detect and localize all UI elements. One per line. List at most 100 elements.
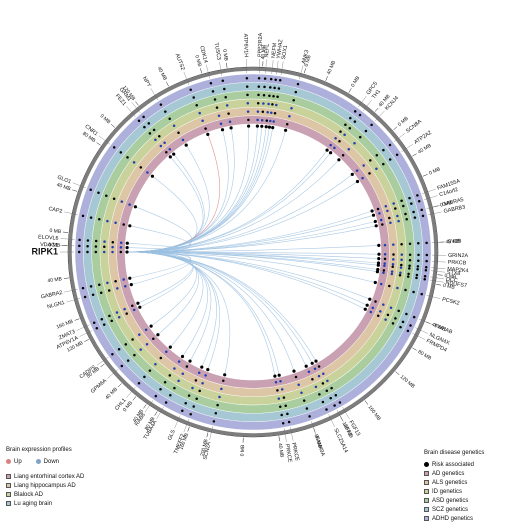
risk-marker (111, 353, 114, 356)
risk-marker (391, 270, 394, 273)
gene-anchor (377, 264, 380, 267)
risk-marker (177, 380, 180, 383)
legend-expression-title: Brain expression profiles (6, 447, 84, 453)
risk-marker (201, 120, 204, 123)
risk-marker (145, 328, 148, 331)
risk-marker (283, 396, 286, 399)
risk-marker (153, 129, 156, 132)
risk-marker (114, 280, 117, 283)
gene-label-auts2: AUTS2 (174, 53, 186, 71)
risk-marker (369, 159, 372, 162)
risk-marker (126, 156, 129, 159)
risk-marker (274, 78, 277, 81)
risk-marker (389, 222, 392, 225)
track-swatch-icon (6, 483, 11, 488)
risk-marker (133, 309, 136, 312)
risk-marker (273, 87, 276, 90)
risk-marker (103, 251, 106, 254)
legend-track-label: AD genetics (432, 471, 464, 477)
risk-marker (143, 126, 146, 129)
risk-marker (401, 253, 404, 256)
risk-marker (306, 407, 309, 410)
gene-anchor (128, 224, 131, 227)
risk-marker (114, 222, 117, 225)
risk-marker (108, 315, 111, 318)
risk-marker (407, 273, 410, 276)
gene-anchor (188, 360, 191, 363)
risk-marker (420, 293, 423, 296)
risk-marker (215, 412, 218, 415)
risk-marker (168, 117, 171, 120)
scale-tick-label: 0 MB (99, 113, 112, 126)
risk-marker (178, 360, 181, 363)
gene-anchor (169, 155, 172, 158)
link-nlgn4x (127, 252, 367, 305)
risk-marker (78, 251, 81, 254)
risk-marker (416, 268, 419, 271)
risk-marker (344, 124, 347, 127)
risk-marker (375, 168, 378, 171)
risk-marker (333, 404, 336, 407)
scale-tick (133, 397, 136, 401)
gene-anchor (134, 205, 137, 208)
risk-marker (92, 294, 95, 297)
scale-tick (393, 127, 397, 130)
scale-tick-label: 80 MB (417, 349, 433, 362)
risk-marker (124, 285, 127, 288)
risk-marker (379, 310, 382, 313)
scale-tick-label: 0 MB (350, 75, 361, 89)
scale-tick (143, 404, 146, 408)
risk-marker (270, 111, 273, 114)
risk-marker (402, 321, 405, 324)
legend-track-row: ALS genetics (424, 478, 484, 487)
risk-marker (409, 259, 412, 262)
gene-anchor (278, 374, 281, 377)
risk-marker (396, 154, 399, 157)
scale-tick-label: 0 MB (221, 49, 229, 62)
risk-marker (270, 78, 273, 81)
risk-marker (417, 259, 420, 262)
gene-anchor (375, 224, 378, 227)
gene-anchor (356, 180, 359, 183)
legend-direction-row: Up Down (6, 457, 84, 466)
risk-marker (216, 106, 219, 109)
gene-anchor (181, 355, 184, 358)
risk-marker (269, 86, 272, 89)
risk-marker (370, 124, 373, 127)
scale-tick (423, 174, 428, 176)
risk-marker (315, 386, 318, 389)
gene-anchor (150, 325, 153, 328)
gene-label-elovl6: ELOVL6 (38, 234, 59, 241)
legend-track-row: AD genetics (424, 469, 484, 478)
risk-marker (425, 269, 428, 272)
risk-marker (272, 120, 275, 123)
gene-anchor (311, 362, 314, 365)
risk-marker (282, 422, 285, 425)
risk-marker (300, 391, 303, 394)
risk-marker (384, 253, 387, 256)
risk-marker (87, 239, 90, 242)
scale-tick-label: 40 MB (417, 143, 433, 156)
risk-marker (267, 103, 270, 106)
risk-marker (288, 421, 291, 424)
risk-marker (169, 148, 172, 151)
scale-tick (326, 76, 328, 81)
risk-marker (213, 420, 216, 423)
risk-marker (116, 311, 119, 314)
risk-marker (274, 112, 277, 115)
risk-marker (404, 289, 407, 292)
risk-marker (101, 318, 104, 321)
risk-marker (334, 137, 337, 140)
scale-tick-label: 120 MB (399, 374, 417, 390)
risk-marker (247, 110, 250, 113)
scale-tick-label: 40 MB (156, 66, 168, 82)
gene-anchor (326, 149, 329, 152)
risk-marker (138, 333, 141, 336)
risk-marker (380, 219, 383, 222)
risk-marker (425, 260, 428, 263)
legend-risk-row: Risk associated (424, 460, 484, 469)
scale-tick-label: 40 MB (47, 276, 63, 284)
risk-marker (148, 122, 151, 125)
gene-anchor (351, 173, 354, 176)
scale-tick (135, 102, 138, 106)
